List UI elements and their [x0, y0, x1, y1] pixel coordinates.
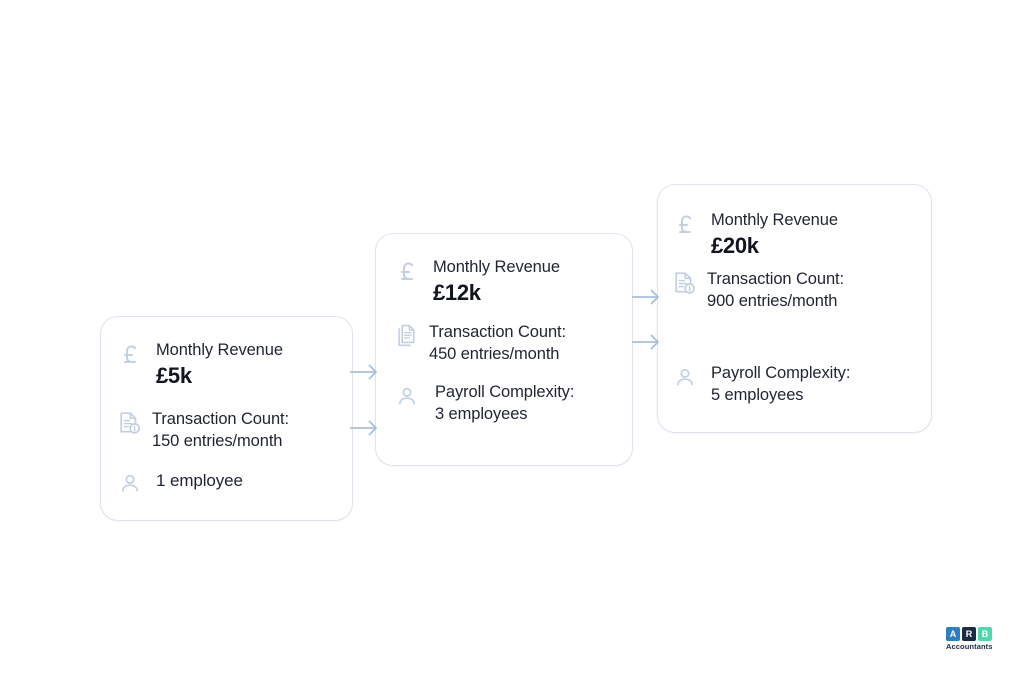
pound-sterling-icon: [394, 258, 420, 284]
metric-label: Transaction Count:: [707, 270, 844, 288]
metric-value: 3 employees: [435, 405, 528, 423]
metric-label: Monthly Revenue: [711, 211, 838, 229]
metric-value: £5k: [156, 363, 192, 388]
person-icon: [117, 470, 143, 496]
arb-accountants-logo[interactable]: A R B Accountants: [946, 627, 994, 655]
metric-label: Transaction Count:: [152, 410, 289, 428]
metric-value: 900 entries/month: [707, 292, 838, 310]
logo-square-a: A: [946, 627, 960, 641]
metric-label: Monthly Revenue: [156, 341, 283, 359]
pound-sterling-icon: [117, 341, 143, 367]
metric-value: 450 entries/month: [429, 345, 560, 363]
arrow-right-icon: [631, 288, 662, 306]
metric-text-monthly-revenue: Monthly Revenue £20k: [707, 209, 915, 260]
tier-card-1[interactable]: Monthly Revenue £5k Transaction Count:: [100, 316, 353, 521]
metric-value: 5 employees: [711, 386, 804, 404]
metric-row-payroll: 1 employee: [117, 470, 336, 496]
metric-text-payroll: Payroll Complexity: 5 employees: [707, 362, 915, 406]
metric-text-monthly-revenue: Monthly Revenue £5k: [152, 339, 336, 390]
metric-text-transaction-count: Transaction Count: 450 entries/month: [429, 321, 616, 365]
tier-card-2-rows: Monthly Revenue £12k Transaction Count: …: [376, 234, 632, 465]
metric-text-transaction-count: Transaction Count: 150 entries/month: [152, 408, 336, 452]
logo-wordmark: Accountants: [946, 642, 993, 651]
person-icon: [672, 364, 698, 390]
arrow-right-icon: [349, 419, 380, 437]
metric-row-transaction-count: Transaction Count: 450 entries/month: [394, 321, 616, 365]
tier-card-3-rows: Monthly Revenue £20k Transaction Count:: [658, 185, 931, 432]
pound-sterling-icon: [672, 211, 698, 237]
document-info-icon: [672, 270, 698, 296]
metric-text-monthly-revenue: Monthly Revenue £12k: [429, 256, 616, 307]
metric-value: 1 employee: [156, 471, 243, 490]
metric-label: Payroll Complexity:: [435, 383, 575, 401]
metric-value: £12k: [433, 280, 481, 305]
logo-square-b: B: [978, 627, 992, 641]
document-info-icon: [117, 410, 143, 436]
metric-row-payroll: Payroll Complexity: 3 employees: [394, 381, 616, 425]
tier-card-1-rows: Monthly Revenue £5k Transaction Count:: [101, 317, 352, 520]
arrow-right-icon: [631, 333, 662, 351]
metric-label: Monthly Revenue: [433, 258, 560, 276]
metric-row-monthly-revenue: Monthly Revenue £5k: [117, 339, 336, 390]
tier-card-3[interactable]: Monthly Revenue £20k Transaction Count:: [657, 184, 932, 433]
metric-row-payroll: Payroll Complexity: 5 employees: [672, 362, 915, 406]
person-icon: [394, 383, 420, 409]
metric-label: Transaction Count:: [429, 323, 566, 341]
metric-row-monthly-revenue: Monthly Revenue £20k: [672, 209, 915, 260]
metric-text-payroll: Payroll Complexity: 3 employees: [429, 381, 616, 425]
metric-row-transaction-count: Transaction Count: 150 entries/month: [117, 408, 336, 452]
logo-square-r: R: [962, 627, 976, 641]
metric-value: 150 entries/month: [152, 432, 283, 450]
metric-text-payroll: 1 employee: [152, 470, 336, 492]
document-icon: [394, 323, 420, 349]
metric-row-monthly-revenue: Monthly Revenue £12k: [394, 256, 616, 307]
tier-card-2[interactable]: Monthly Revenue £12k Transaction Count: …: [375, 233, 633, 466]
metric-text-transaction-count: Transaction Count: 900 entries/month: [707, 268, 915, 312]
metric-value: £20k: [711, 233, 759, 258]
metric-label: Payroll Complexity:: [711, 364, 851, 382]
metric-row-transaction-count: Transaction Count: 900 entries/month: [672, 268, 915, 312]
logo-letter-squares: A R B: [946, 627, 994, 641]
arrow-right-icon: [349, 363, 380, 381]
